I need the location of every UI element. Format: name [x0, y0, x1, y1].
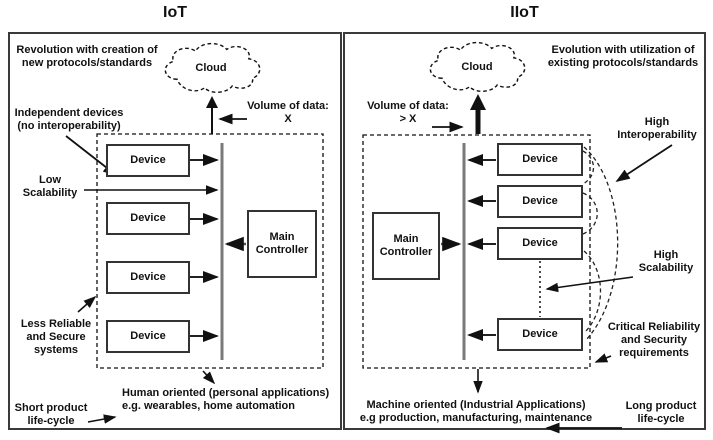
- interop-arc-3-4: [583, 250, 602, 334]
- left-top-annotation: Revolution with creation of new protocol…: [16, 44, 158, 69]
- high-interoperability-arrow: [615, 144, 673, 182]
- left-device-box-2: Device: [106, 202, 190, 235]
- left-main-controller-box: Main Controller: [247, 210, 317, 278]
- right-cloud-label: Cloud: [461, 61, 493, 73]
- right-panel-title: IIoT: [510, 4, 539, 21]
- right-system-boundary: [362, 134, 591, 369]
- left-system-boundary: [96, 133, 324, 369]
- interop-arc-1-4: [583, 146, 619, 341]
- right-device-box-2: Device: [497, 185, 583, 218]
- high-scalability-arrow: [545, 276, 634, 293]
- left-cloud-shape: [164, 42, 261, 93]
- left-cloud-arrowhead: [206, 96, 218, 108]
- less-reliable-label: Less Reliable and Secure systems: [20, 318, 92, 356]
- high-scalability-label: High Scalability: [638, 249, 694, 274]
- critical-reliability-arrow: [594, 353, 612, 363]
- left-panel-frame: [8, 32, 342, 430]
- left-device-box-3: Device: [106, 261, 190, 294]
- left-volume-label: Volume of data: X: [247, 100, 329, 125]
- right-device-box-4: Device: [497, 318, 583, 351]
- right-panel-frame: [343, 32, 706, 430]
- human-oriented-label: Human oriented (personal applications) e…: [122, 387, 330, 412]
- high-interoperability-label: High Interoperability: [617, 116, 697, 141]
- human-oriented-arrow: [202, 370, 216, 385]
- independent-devices-label: Independent devices (no interoperability…: [14, 107, 124, 132]
- right-cloud-arrowhead: [470, 94, 486, 110]
- left-panel-title: IoT: [163, 4, 187, 21]
- short-product-arrow: [87, 414, 117, 424]
- interop-arc-1-2: [582, 150, 595, 185]
- critical-reliability-label: Critical Reliability and Security requir…: [607, 321, 701, 359]
- right-device-box-3: Device: [497, 227, 583, 260]
- left-device-box-1: Device: [106, 144, 190, 177]
- machine-oriented-label: Machine oriented (Industrial Application…: [359, 399, 593, 424]
- right-cloud-shape: [429, 41, 526, 92]
- right-top-annotation: Evolution with utilization of existing p…: [547, 44, 699, 69]
- left-device-box-4: Device: [106, 320, 190, 353]
- less-reliable-arrow: [77, 295, 97, 313]
- long-product-label: Long product life-cycle: [625, 400, 697, 425]
- right-device-box-1: Device: [497, 143, 583, 176]
- right-volume-label: Volume of data: > X: [367, 100, 449, 125]
- right-main-controller-box: Main Controller: [372, 212, 440, 280]
- low-scalability-label: Low Scalability: [22, 174, 78, 199]
- interop-arc-2-3: [582, 192, 598, 235]
- short-product-label: Short product life-cycle: [14, 402, 88, 427]
- left-cloud-label: Cloud: [195, 62, 227, 74]
